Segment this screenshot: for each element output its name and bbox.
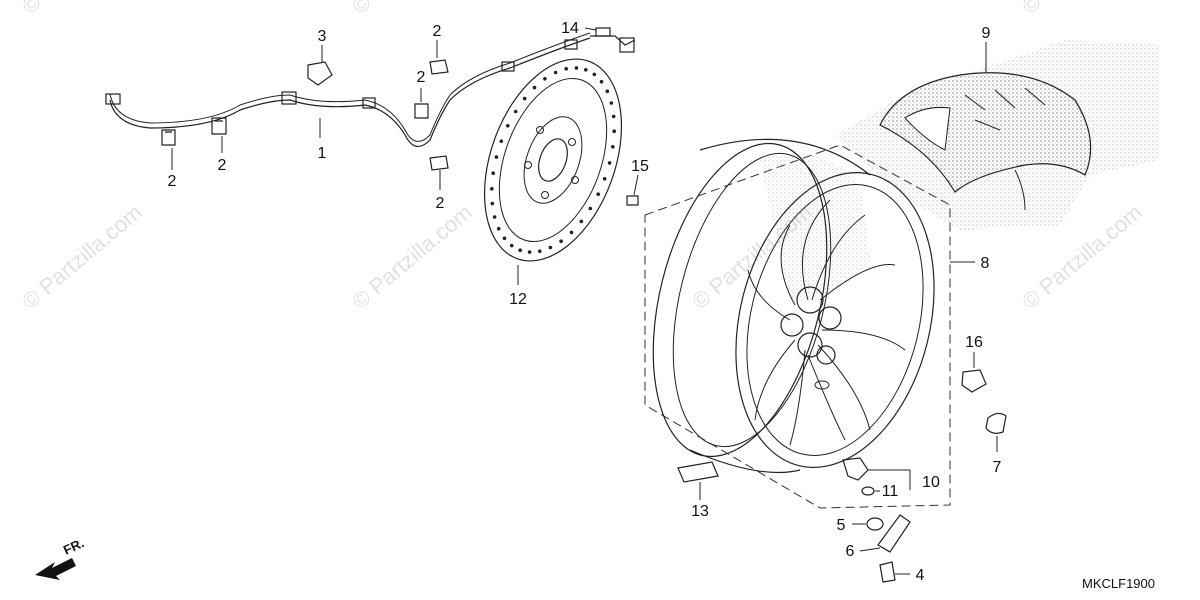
disk-hole	[569, 230, 574, 235]
disk-hole	[559, 239, 563, 243]
clamp-icon	[429, 155, 449, 171]
valve-icon	[877, 514, 911, 553]
callout-label: 5	[837, 517, 846, 534]
disk-hole	[553, 70, 558, 75]
disk-hole	[506, 124, 510, 128]
disk-hole	[579, 219, 584, 224]
wheel-assembly	[644, 138, 951, 509]
callout-label: 14	[561, 20, 579, 37]
callout-label: 2	[433, 23, 442, 40]
disk-hole	[490, 201, 495, 206]
disk-hole	[611, 114, 616, 119]
disk-hole	[532, 85, 537, 90]
front-label: FR.	[61, 535, 86, 557]
watermark: © Partzilla.com	[347, 0, 477, 19]
callout-label: 12	[509, 291, 527, 308]
clamp-icon	[211, 117, 227, 135]
disk-hole	[502, 236, 507, 241]
disk-hole	[527, 250, 532, 254]
o-ring-icon	[861, 486, 875, 496]
callout-label: 10	[922, 474, 940, 491]
clamp-icon	[429, 59, 449, 75]
watermark: © Partzilla.com	[17, 0, 147, 19]
disk-hole	[605, 89, 610, 94]
speed-sensor-wire	[105, 32, 636, 147]
callout-label: 3	[318, 28, 327, 45]
disk-hole	[490, 187, 494, 191]
clamp-icon	[414, 103, 429, 119]
small-parts	[161, 27, 1007, 583]
callout-labels: 1 2 2 2 2 2 3 4 5 6 7 8 9 10 11 12 13 14…	[168, 20, 1002, 584]
callout-label: 6	[846, 543, 855, 560]
disk-hole	[584, 68, 588, 72]
disk-hole	[599, 79, 604, 84]
disk-hole	[609, 101, 614, 105]
front-direction-marker: FR.	[35, 535, 86, 580]
disk-hole	[538, 249, 542, 253]
disk-hole	[564, 67, 568, 71]
nut-icon	[961, 369, 987, 393]
callout-label: 2	[436, 195, 445, 212]
callout-label: 2	[168, 173, 177, 190]
disk-hole	[611, 145, 615, 149]
callout-label: 11	[882, 483, 899, 500]
watermark: © Partzilla.com	[17, 199, 147, 313]
valve-cap-icon	[879, 561, 896, 583]
leader-lines	[171, 27, 998, 575]
tire	[835, 40, 1160, 230]
wheel-assembly-boundary	[644, 144, 951, 509]
disk-hole	[518, 248, 522, 252]
disk-hole	[492, 215, 497, 219]
callout-label: 8	[981, 255, 990, 272]
watermark: © Partzilla.com	[347, 199, 477, 313]
disk-hole	[596, 192, 600, 196]
disk-hole	[494, 155, 499, 159]
bolt-icon	[626, 195, 639, 206]
callout-label: 16	[965, 334, 983, 351]
callout-label: 7	[993, 459, 1002, 476]
callout-label: 9	[982, 25, 991, 42]
disk-hole	[509, 243, 514, 248]
disk-hole	[592, 72, 597, 77]
disk-hole	[548, 245, 553, 250]
callout-label: 2	[218, 157, 227, 174]
callout-label: 2	[417, 69, 426, 86]
disk-hole	[522, 96, 527, 101]
callout-label: 1	[318, 145, 327, 162]
disk-hole	[499, 139, 504, 143]
disk-hole	[602, 177, 607, 181]
valve-stem-icon	[842, 457, 869, 481]
disk-hole	[607, 161, 612, 165]
callout-label: 13	[691, 503, 709, 520]
brake-disk	[483, 58, 623, 262]
disk-hole	[588, 206, 593, 211]
callout-label: 15	[631, 158, 649, 175]
disk-hole	[574, 66, 579, 70]
disk-hole	[491, 171, 496, 175]
washer-icon	[985, 412, 1007, 434]
balance-weight-icon	[677, 461, 719, 483]
disk-hole	[612, 129, 616, 133]
watermark: © Partzilla.com	[1017, 0, 1147, 19]
clip-icon	[307, 61, 333, 86]
diagram-code: MKCLF1900	[1082, 576, 1155, 591]
nut-icon	[866, 517, 884, 531]
front-arrow-icon	[35, 558, 76, 580]
clamp-icon	[161, 129, 176, 146]
disk-hole	[496, 226, 501, 231]
callout-label: 4	[916, 567, 925, 584]
bolt-icon	[595, 27, 611, 37]
disk-hole	[543, 77, 547, 81]
disk-hole	[513, 109, 518, 114]
